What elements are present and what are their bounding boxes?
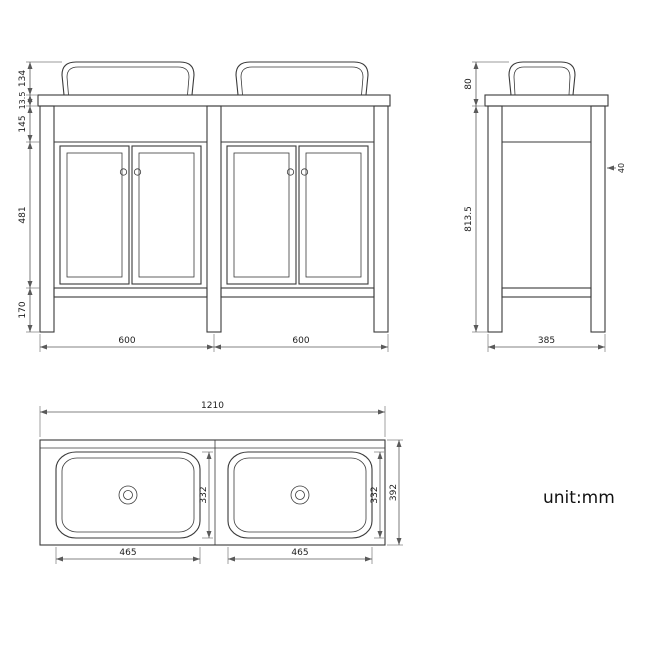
- top-view: 1210 332 332 392 465: [39, 401, 403, 564]
- cabinet-door: [131, 145, 202, 285]
- front-middle-leg: [206, 105, 222, 333]
- side-view: 40 80 813.5 385: [464, 61, 626, 352]
- cabinet-door-panel: [66, 152, 123, 278]
- front-left-leg: [39, 105, 55, 333]
- right-bottom-rail: [220, 287, 375, 298]
- right-sink-front-outline: [235, 61, 369, 96]
- side-front-leg: [487, 105, 503, 333]
- cabinet-door-panel: [305, 152, 362, 278]
- leg-size-callout: 40: [607, 163, 626, 173]
- front-view: 134 13.5 145 481 170 600 600: [18, 61, 391, 352]
- dim-overall-width-label: 1210: [201, 401, 224, 411]
- left-sink-front-rim: [66, 66, 190, 96]
- left-basin-inner: [61, 457, 195, 533]
- dim-counter-thickness-label: 13.5: [18, 92, 27, 110]
- door-knob: [133, 168, 142, 176]
- dim-overall-depth-label: 392: [389, 484, 399, 501]
- dim-basin-depth-right-label: 332: [370, 486, 380, 503]
- right-basin-width-dimension: 465: [227, 547, 373, 564]
- cabinet-door-panel: [233, 152, 290, 278]
- dim-left-unit-width-label: 600: [118, 336, 135, 346]
- cabinet-door-panel: [138, 152, 195, 278]
- right-basin-depth-dimension: 332: [370, 451, 384, 539]
- right-sink-front-rim: [240, 66, 364, 96]
- dim-basin-width-right-label: 465: [291, 548, 308, 558]
- cabinet-door: [226, 145, 297, 285]
- unit-label: unit:mm: [543, 488, 615, 508]
- dim-right-unit-width-label: 600: [292, 336, 309, 346]
- dim-door-height-label: 481: [18, 206, 28, 223]
- left-basin-depth-dimension: 332: [199, 451, 213, 539]
- left-bottom-rail: [53, 287, 208, 298]
- side-back-leg: [590, 105, 606, 333]
- left-basin-outline: [55, 451, 201, 539]
- left-drain-inner: [123, 490, 133, 500]
- dim-basin-depth-left-label: 332: [199, 486, 209, 503]
- countertop-front: [37, 94, 391, 107]
- left-basin-width-dimension: 465: [55, 547, 201, 564]
- front-right-leg: [373, 105, 389, 333]
- right-basin-inner: [233, 457, 367, 533]
- dim-leg-size-label: 40: [617, 163, 626, 173]
- dim-basin-width-left-label: 465: [119, 548, 136, 558]
- right-basin-outline: [227, 451, 373, 539]
- side-bottom-dimension: 385: [487, 334, 606, 352]
- right-drain-outer: [290, 485, 310, 505]
- countertop-plan-outline: [39, 439, 386, 546]
- dim-top-height-label: 80: [464, 78, 474, 90]
- dim-apron-height-label: 145: [18, 115, 28, 132]
- side-left-dimension-chain: 80 813.5: [464, 61, 509, 333]
- door-knob: [119, 168, 128, 176]
- dim-sink-height-label: 134: [18, 70, 28, 87]
- top-overall-width-dimension: 1210: [39, 401, 386, 437]
- dim-depth-label: 385: [538, 336, 555, 346]
- left-sink-front-outline: [61, 61, 195, 96]
- countertop-side: [484, 94, 609, 107]
- door-knob: [300, 168, 309, 176]
- cabinet-door: [59, 145, 130, 285]
- cabinet-door: [298, 145, 369, 285]
- right-drain-inner: [295, 490, 305, 500]
- door-knob: [286, 168, 295, 176]
- top-overall-depth-dimension: 392: [387, 439, 403, 546]
- sink-side-rim: [513, 66, 571, 96]
- sink-side-outline: [508, 61, 576, 96]
- front-left-dimension-chain: 134 13.5 145 481 170: [18, 61, 62, 333]
- side-bottom-rail: [501, 287, 592, 298]
- left-drain-outer: [118, 485, 138, 505]
- dim-body-height-label: 813.5: [464, 206, 474, 232]
- dim-leg-clearance-label: 170: [18, 301, 28, 318]
- front-bottom-dimensions: 600 600: [39, 334, 389, 352]
